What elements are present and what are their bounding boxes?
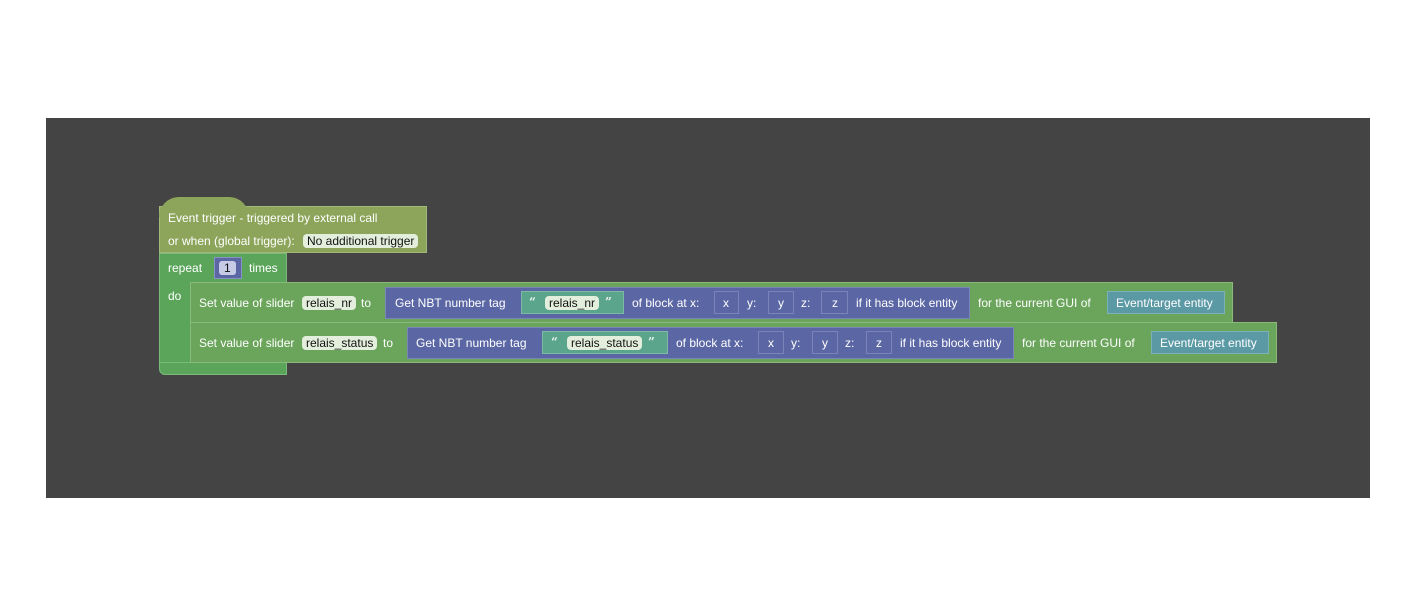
- close-quote-icon: ”: [605, 295, 612, 309]
- x-input[interactable]: [758, 331, 784, 354]
- hat-cap: [159, 197, 249, 217]
- tag-name-field[interactable]: relais_nr: [545, 296, 600, 310]
- target-entity-label: Event/target entity: [1116, 296, 1213, 310]
- target-entity-block[interactable]: [1151, 331, 1269, 354]
- z-value: z: [832, 296, 838, 310]
- set-slider-label: Set value of slider: [199, 336, 295, 350]
- open-quote-icon: “: [551, 335, 558, 349]
- z-input[interactable]: [866, 331, 892, 354]
- of-block-label: of block at x:: [676, 336, 744, 350]
- global-trigger-label: or when (global trigger):: [168, 234, 295, 248]
- repeat-count-field[interactable]: 1: [219, 261, 236, 275]
- z-input[interactable]: [821, 291, 848, 314]
- y-label: y:: [747, 296, 757, 310]
- open-quote-icon: “: [529, 295, 536, 309]
- do-label: do: [168, 289, 182, 303]
- y-input[interactable]: [812, 331, 838, 354]
- y-value: y: [778, 296, 784, 310]
- global-trigger-dropdown[interactable]: No additional trigger: [303, 234, 419, 248]
- y-value: y: [822, 336, 828, 350]
- y-input[interactable]: [768, 291, 794, 314]
- repeat-block-bottom: [159, 362, 287, 375]
- set-slider-label: Set value of slider: [199, 296, 295, 310]
- x-value: x: [723, 296, 729, 310]
- slider-name-field[interactable]: relais_status: [302, 336, 378, 350]
- z-value: z: [876, 336, 882, 350]
- tag-name-field[interactable]: relais_status: [567, 336, 643, 350]
- z-label: z:: [845, 336, 855, 350]
- z-label: z:: [801, 296, 811, 310]
- repeat-block-arm: [159, 282, 191, 364]
- get-nbt-number-block[interactable]: [385, 287, 970, 319]
- get-nbt-label: Get NBT number tag: [416, 336, 527, 350]
- close-quote-icon: ”: [648, 335, 655, 349]
- x-value: x: [768, 336, 774, 350]
- x-input[interactable]: [714, 291, 739, 314]
- get-nbt-number-block[interactable]: [407, 327, 1014, 359]
- block-entity-label: if it has block entity: [856, 296, 958, 310]
- slider-name-field[interactable]: relais_nr: [302, 296, 357, 310]
- times-label: times: [249, 261, 278, 275]
- target-entity-label: Event/target entity: [1160, 336, 1257, 350]
- get-nbt-label: Get NBT number tag: [395, 296, 506, 310]
- gui-label: for the current GUI of: [1022, 336, 1135, 350]
- to-label: to: [383, 336, 394, 350]
- gui-label: for the current GUI of: [978, 296, 1091, 310]
- target-entity-block[interactable]: [1107, 291, 1225, 314]
- of-block-label: of block at x:: [632, 296, 700, 310]
- y-label: y:: [791, 336, 801, 350]
- block-entity-label: if it has block entity: [900, 336, 1002, 350]
- event-title: Event trigger - triggered by external ca…: [168, 211, 378, 225]
- repeat-label: repeat: [168, 261, 203, 275]
- to-label: to: [361, 296, 372, 310]
